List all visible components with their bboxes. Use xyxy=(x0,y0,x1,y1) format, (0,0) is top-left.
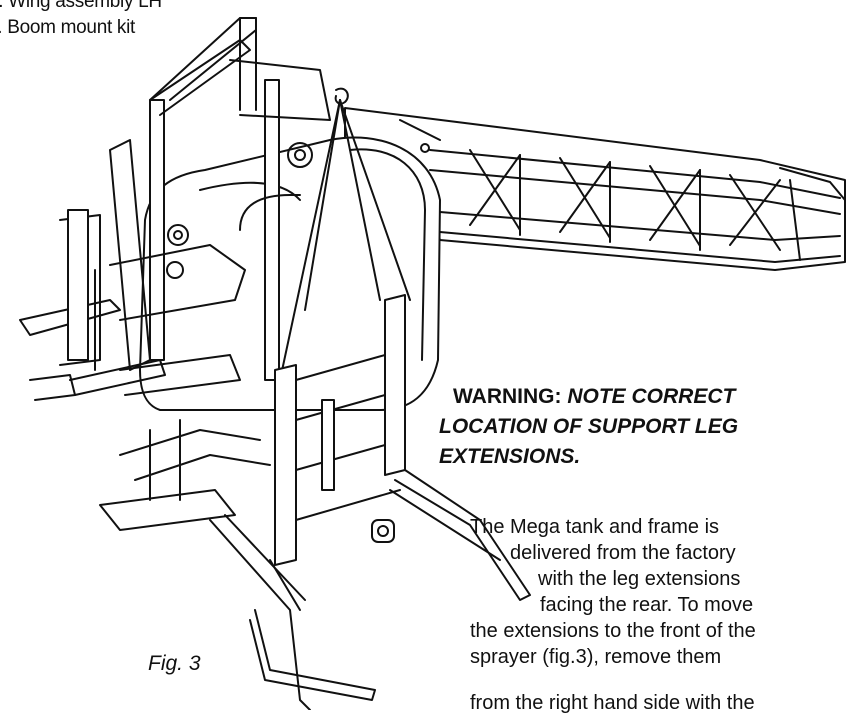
body-text-line: sprayer (fig.3), remove them xyxy=(470,646,722,668)
warning-notice: WARNING: NOTE CORRECT LOCATION OF SUPPOR… xyxy=(439,382,847,472)
body-text-line: The Mega tank and frame is xyxy=(470,516,720,538)
body-text-line: from the right hand side with the xyxy=(470,692,755,714)
figure-caption: Fig. 3 xyxy=(148,652,201,675)
body-text-line: facing the rear. To move xyxy=(540,594,754,616)
central-frame xyxy=(149,17,411,381)
warning-text-line3: EXTENSIONS. xyxy=(439,445,581,468)
warning-text-line2: LOCATION OF SUPPORT LEG xyxy=(439,415,739,438)
boom-truss-right xyxy=(344,107,846,271)
left-wing-assembly xyxy=(19,139,246,401)
body-text-line: with the leg extensions xyxy=(538,568,741,590)
lower-frame-and-legs xyxy=(99,419,531,710)
body-text-line: delivered from the factory xyxy=(510,542,736,564)
legend-item-wing-assembly: 3. Wing assembly LH xyxy=(0,0,162,12)
body-text-line: the extensions to the front of the xyxy=(470,620,756,642)
front-frame xyxy=(239,194,406,566)
warning-label: WARNING: xyxy=(453,385,562,408)
legend-item-boom-mount-kit: 4. Boom mount kit xyxy=(0,17,136,38)
warning-text-line1: NOTE CORRECT xyxy=(567,385,736,408)
